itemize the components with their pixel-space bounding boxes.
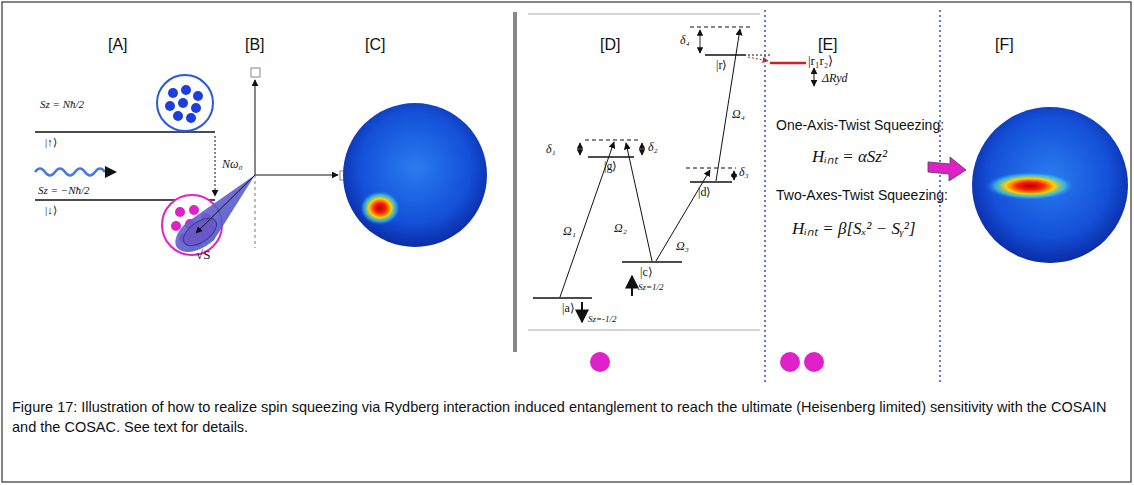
level-label: δ₁ [546, 143, 556, 156]
level-label: Sz = Nħ/2 [40, 98, 84, 110]
panel-label: [C] [365, 36, 385, 54]
level-label: |↑⟩ [45, 136, 57, 148]
panel-a [35, 75, 222, 255]
level-label: Ω₁ [563, 225, 576, 238]
equation-text: Hᵢₙₜ = αSz² [812, 148, 887, 167]
panel-b [175, 68, 349, 252]
level-label: Nω₀ [222, 158, 243, 171]
level-label: δ₂ [648, 141, 658, 154]
panel-label: [F] [995, 36, 1014, 54]
panel-label: [E] [818, 36, 838, 54]
level-label: |a⟩ [562, 302, 575, 315]
level-scheme [528, 14, 770, 372]
level-label: |r⟩ [716, 59, 727, 72]
panel-label: [D] [600, 36, 620, 54]
panel-label: [B] [245, 36, 265, 54]
level-label: Ω₃ [676, 240, 689, 253]
bloch-sphere-c [343, 103, 487, 247]
panel-label: [A] [108, 36, 128, 54]
level-label: δ₃ [739, 166, 749, 179]
level-label: Sz=1/2 [638, 283, 664, 293]
level-label: √S [196, 248, 210, 262]
level-label: |d⟩ [698, 186, 711, 199]
panel-e [770, 63, 966, 372]
level-label: |g⟩ [604, 160, 617, 173]
level-label: δ₄ [680, 34, 690, 47]
separator [513, 12, 517, 352]
level-label: Ω₄ [732, 108, 745, 121]
equation-text: Hᵢₙₜ = β[Sₓ² − Sᵧ²] [792, 220, 916, 239]
level-label: Sz = −Nħ/2 [38, 184, 90, 196]
level-label: ΔRyd [822, 72, 847, 85]
level-label: |r₁r₂⟩ [808, 54, 833, 68]
equation-text: One-Axis-Twist Squeezing: [776, 118, 944, 133]
level-label: Ω₂ [614, 222, 627, 235]
equation-text: Two-Axes-Twist Squeezing: [776, 188, 948, 203]
level-label: |c⟩ [640, 266, 653, 279]
level-label: |↓⟩ [45, 204, 57, 216]
bloch-sphere-f [972, 107, 1128, 263]
figure-caption: Figure 17: Illustration of how to realiz… [12, 398, 1117, 437]
level-label: Sz=-1/2 [588, 315, 617, 325]
